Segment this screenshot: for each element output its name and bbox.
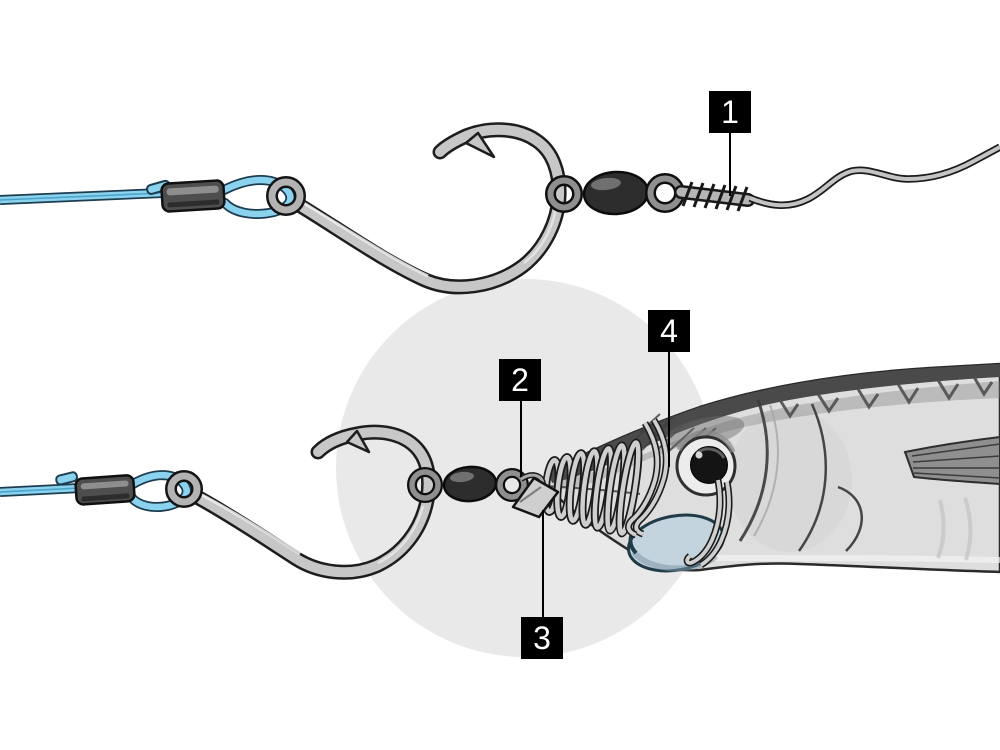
main-line-bottom: [0, 483, 81, 497]
eye-socket-wire: [625, 418, 670, 539]
line-tag-end-bottom: [55, 471, 79, 486]
barrel-swivel: [545, 170, 685, 216]
wire-wraps: [541, 418, 733, 568]
leader-line-1: [729, 133, 731, 196]
crimp-sleeve: [160, 179, 226, 213]
wire-leader: [748, 143, 1000, 209]
line-loop: [219, 175, 296, 219]
circle-hook-bottom: [165, 424, 437, 580]
backdrop-circle: [336, 279, 714, 657]
callout-2: 2: [499, 359, 541, 401]
gill-curve: [738, 399, 769, 542]
chin-wire: [683, 479, 733, 568]
callout-3: 3: [521, 617, 563, 659]
leader-line-4: [668, 351, 670, 467]
top-rig: [0, 122, 1000, 295]
bait-pin: [511, 476, 560, 519]
leader-line-3: [542, 510, 544, 617]
pectoral-fin: [903, 435, 1000, 486]
callout-4: 4: [648, 310, 690, 352]
crimp-sleeve-bottom: [74, 474, 136, 506]
line-loop-bottom: [127, 470, 192, 512]
barrel-swivel-bottom: [407, 465, 529, 503]
back-markings: [778, 376, 994, 419]
fish-back: [548, 364, 1000, 483]
bottom-rig: [0, 362, 1000, 580]
callout-1: 1: [709, 91, 751, 133]
haywire-twist: [674, 181, 755, 212]
leader-line-2: [520, 399, 522, 477]
hook-barb-bottom: [345, 429, 371, 454]
hook-barb: [464, 131, 496, 159]
main-line: [0, 188, 163, 205]
circle-hook: [266, 122, 567, 295]
